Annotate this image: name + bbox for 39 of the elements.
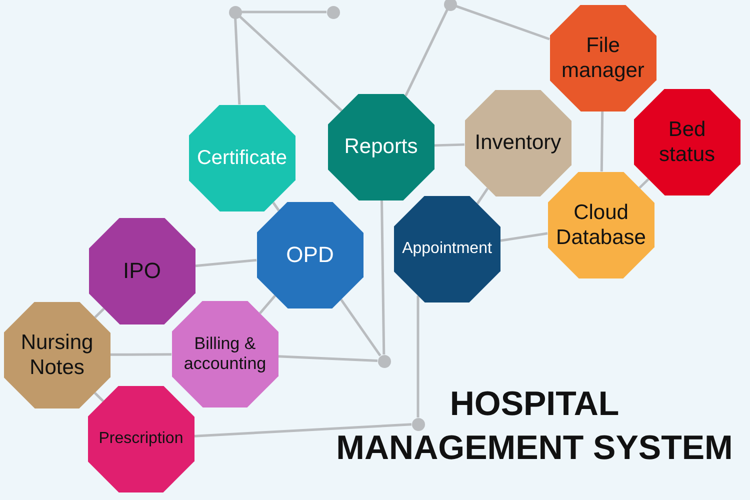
node-label: Billing & accounting [182, 334, 268, 374]
connector-line [238, 16, 343, 112]
title: HOSPITAL MANAGEMENT SYSTEM [335, 384, 734, 470]
junction-dot [378, 354, 390, 368]
connector-line [242, 10, 326, 14]
node-label: Certificate [196, 146, 288, 170]
node-label: Cloud Database [555, 200, 647, 250]
connector-line [404, 9, 448, 96]
connector-line [600, 111, 604, 172]
junction-dot [444, 0, 456, 10]
node-label: IPO [123, 258, 161, 284]
node-label: Appointment [402, 239, 492, 259]
connector-line [500, 232, 548, 242]
connector-line [416, 296, 420, 418]
connector-line [476, 188, 489, 204]
connector-line [638, 178, 650, 189]
connector-line [194, 423, 412, 438]
node-label: Prescription [98, 429, 184, 449]
connector-line [272, 202, 280, 212]
node-label: Bed status [658, 116, 716, 168]
node-label: File manager [560, 32, 646, 84]
junction-dot [326, 6, 340, 18]
connector-line [456, 4, 550, 40]
connector-line [94, 308, 105, 318]
connector-line [340, 298, 382, 356]
junction-dot [412, 418, 424, 430]
node-label: Nursing Notes [20, 330, 94, 380]
connector-line [434, 143, 465, 147]
connector-line [110, 353, 172, 356]
connector-line [259, 294, 276, 314]
connector-line [278, 355, 378, 362]
connector-line [195, 258, 257, 268]
connector-line [380, 200, 386, 355]
node-label: Reports [344, 134, 418, 160]
junction-dot [228, 6, 242, 18]
node-label: OPD [286, 242, 334, 268]
node-label: Inventory [474, 130, 562, 156]
connector-line [234, 18, 241, 105]
connector-line [94, 392, 104, 402]
